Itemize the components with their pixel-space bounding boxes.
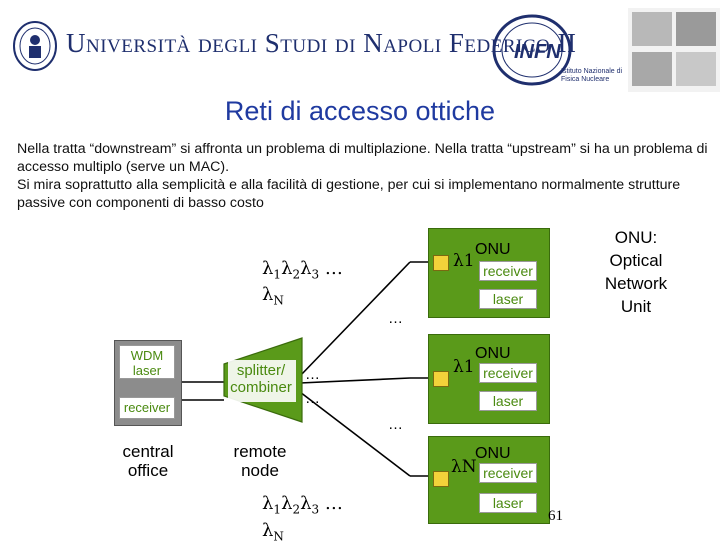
svg-text:INFN: INFN [514,41,561,63]
header-photo-image [628,8,720,92]
university-name: Università degli Studi di Napoli Federic… [66,28,577,58]
onu-1-title: ONU [475,241,511,258]
university-seal-icon [13,21,57,71]
wavelengths-downstream-line2: λN [262,284,284,308]
onu-1-box: ONU λ1 receiver laser [428,228,550,318]
onu-1-laser: laser [479,289,537,309]
infn-logo-icon: INFN [492,14,572,86]
onu-2-box: ONU λ1 receiver laser [428,334,550,424]
onu-3-box: ONU λN receiver laser [428,436,550,524]
wavelengths-upstream-line1: λ1λ2λ3 … [262,493,343,517]
rn-ellipsis-2: … [305,390,320,407]
onu-3-port-icon [433,471,449,487]
remote-node-caption: remote node [233,442,287,480]
onu-3-receiver: receiver [479,463,537,483]
rn-ellipsis-1: … [305,366,320,383]
wdm-laser-label: WDM laser [119,345,175,379]
onu-2-title: ONU [475,345,511,362]
paragraph-1: Nella tratta “downstream” si affronta un… [17,141,708,175]
onu-3-title: ONU [475,445,511,462]
link-rn-onu2 [299,377,411,384]
link-rn-onu3 [299,391,411,477]
onu-3-laser: laser [479,493,537,513]
slide-title: Reti di accesso ottiche [224,96,496,126]
onu-definition: ONU: Optical Network Unit [604,228,668,316]
onu-1-receiver: receiver [479,261,537,281]
onu-1-lambda: λ1 [453,251,475,271]
infn-subtitle: Istituto Nazionale di Fisica Nucleare [561,68,623,83]
onu-2-lambda: λ1 [453,357,475,377]
wavelengths-upstream-line2: λN [262,520,284,544]
onu-3-lambda: λN [451,457,477,477]
central-office-caption: central office [122,442,174,480]
ellipsis-between-2: … [388,416,403,433]
splitter-combiner-shape [223,337,303,423]
paragraph-2: Si mira soprattutto alla semplicità e al… [17,177,681,211]
ellipsis-between-1: … [388,310,403,327]
slide-body: Nella tratta “downstream” si affronta un… [17,140,717,212]
splitter-combiner-label: splitter/ combiner [230,362,292,396]
onu-2-laser: laser [479,391,537,411]
co-receiver-label: receiver [119,397,175,419]
link-rn-onu1 [299,261,411,377]
central-office-box: WDM laser receiver [114,340,182,426]
onu-1-port-icon [433,255,449,271]
onu-2-port-icon [433,371,449,387]
page-number: 61 [548,508,563,524]
onu-2-receiver: receiver [479,363,537,383]
wavelengths-downstream-line1: λ1λ2λ3 … [262,258,343,282]
